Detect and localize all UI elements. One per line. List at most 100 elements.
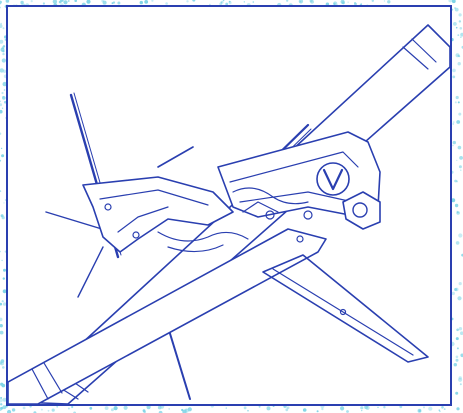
speckle-dot	[455, 26, 458, 29]
speckle-dot	[0, 22, 2, 25]
speckle-dot	[0, 406, 3, 410]
speckle-dot	[0, 68, 4, 73]
speckle-dot	[86, 0, 91, 4]
speckle-dot	[458, 20, 462, 23]
speckle-dot	[0, 147, 3, 150]
speckle-dot	[457, 54, 460, 57]
speckle-dot	[3, 89, 6, 91]
speckle-dot	[158, 410, 163, 413]
speckle-dot	[56, 405, 59, 408]
speckle-dot	[89, 406, 93, 410]
speckle-dot	[452, 123, 454, 125]
speckle-dot	[0, 159, 2, 162]
speckle-dot	[192, 0, 196, 2]
speckle-dot	[347, 1, 349, 3]
speckle-dot	[452, 75, 456, 79]
speckle-dot	[123, 405, 128, 410]
speckle-dot	[225, 2, 229, 6]
speckle-dot	[428, 406, 433, 411]
speckle-dot	[1, 91, 4, 95]
speckle-dot	[2, 366, 5, 369]
speckle-dot	[222, 0, 225, 2]
speckle-dot	[456, 210, 458, 213]
speckle-dot	[1, 46, 5, 49]
speckle-dot	[340, 406, 345, 411]
speckle-dot	[457, 296, 462, 301]
speckle-dot	[451, 198, 456, 203]
speckle-dot	[360, 406, 364, 410]
speckle-dot	[2, 81, 7, 87]
speckle-dot	[455, 241, 460, 245]
speckle-dot	[361, 409, 363, 412]
speckle-dot	[454, 101, 457, 104]
speckle-dot	[456, 159, 458, 161]
speckle-dot	[243, 1, 245, 3]
speckle-dot	[2, 96, 6, 100]
speckle-dot	[458, 165, 462, 169]
speckle-dot	[0, 361, 4, 366]
speckle-dot	[286, 0, 289, 2]
speckle-dot	[228, 0, 231, 3]
speckle-dot	[299, 0, 302, 3]
rotor-hub-body	[217, 131, 381, 230]
speckle-dot	[22, 406, 26, 410]
speckle-dot	[377, 406, 379, 409]
rotor-blade-lower	[8, 228, 327, 404]
speckle-dot	[146, 405, 151, 410]
speckle-dot	[457, 101, 460, 104]
speckle-dot	[113, 406, 118, 411]
helicopter-rotor-hub-illustration	[8, 24, 450, 404]
speckle-dot	[365, 405, 370, 410]
speckle-dot	[142, 409, 146, 412]
speckle-dot	[458, 327, 463, 331]
speckle-dot	[2, 27, 5, 30]
speckle-dot	[40, 408, 43, 411]
speckle-dot	[458, 282, 462, 286]
speckle-dot	[286, 406, 288, 408]
speckle-dot	[4, 39, 7, 41]
speckle-dot	[456, 328, 459, 332]
speckle-dot	[1, 383, 6, 388]
speckle-dot	[67, 407, 70, 410]
speckle-dot	[58, 0, 62, 4]
speckle-dot	[452, 68, 456, 73]
speckle-dot	[165, 2, 168, 5]
speckle-dot	[3, 268, 6, 272]
speckle-dot	[0, 324, 3, 328]
speckle-dot	[0, 396, 3, 399]
speckle-dot	[157, 405, 162, 410]
speckle-dot	[7, 409, 12, 413]
speckle-dot	[112, 1, 116, 4]
speckle-dot	[0, 103, 3, 107]
speckle-dot	[341, 1, 345, 5]
support-strut	[262, 254, 429, 363]
speckle-dot	[455, 337, 459, 341]
linkage-mechanism	[157, 187, 313, 253]
speckle-dot	[456, 180, 458, 183]
speckle-dot	[186, 0, 189, 3]
speckle-dot	[1, 259, 3, 262]
speckle-dot	[2, 52, 5, 56]
speckle-dot	[453, 363, 457, 367]
speckle-dot	[0, 250, 1, 253]
speckle-dot	[0, 403, 3, 406]
speckle-dot	[42, 2, 46, 5]
speckle-dot	[283, 405, 286, 408]
speckle-dot	[286, 406, 290, 410]
speckle-dot	[454, 203, 459, 208]
speckle-dot	[459, 156, 463, 160]
speckle-dot	[457, 145, 462, 150]
speckle-dot	[110, 408, 114, 412]
speckle-dot	[439, 410, 441, 413]
speckle-dot	[30, 0, 33, 3]
speckle-dot	[47, 409, 50, 412]
speckle-dot	[4, 100, 7, 104]
speckle-dot	[2, 69, 7, 74]
speckle-dot	[456, 211, 459, 214]
speckle-dot	[310, 0, 314, 4]
speckle-dot	[258, 405, 261, 408]
speckle-dot	[399, 405, 403, 409]
speckle-dot	[456, 120, 461, 124]
speckle-dot	[458, 376, 462, 380]
